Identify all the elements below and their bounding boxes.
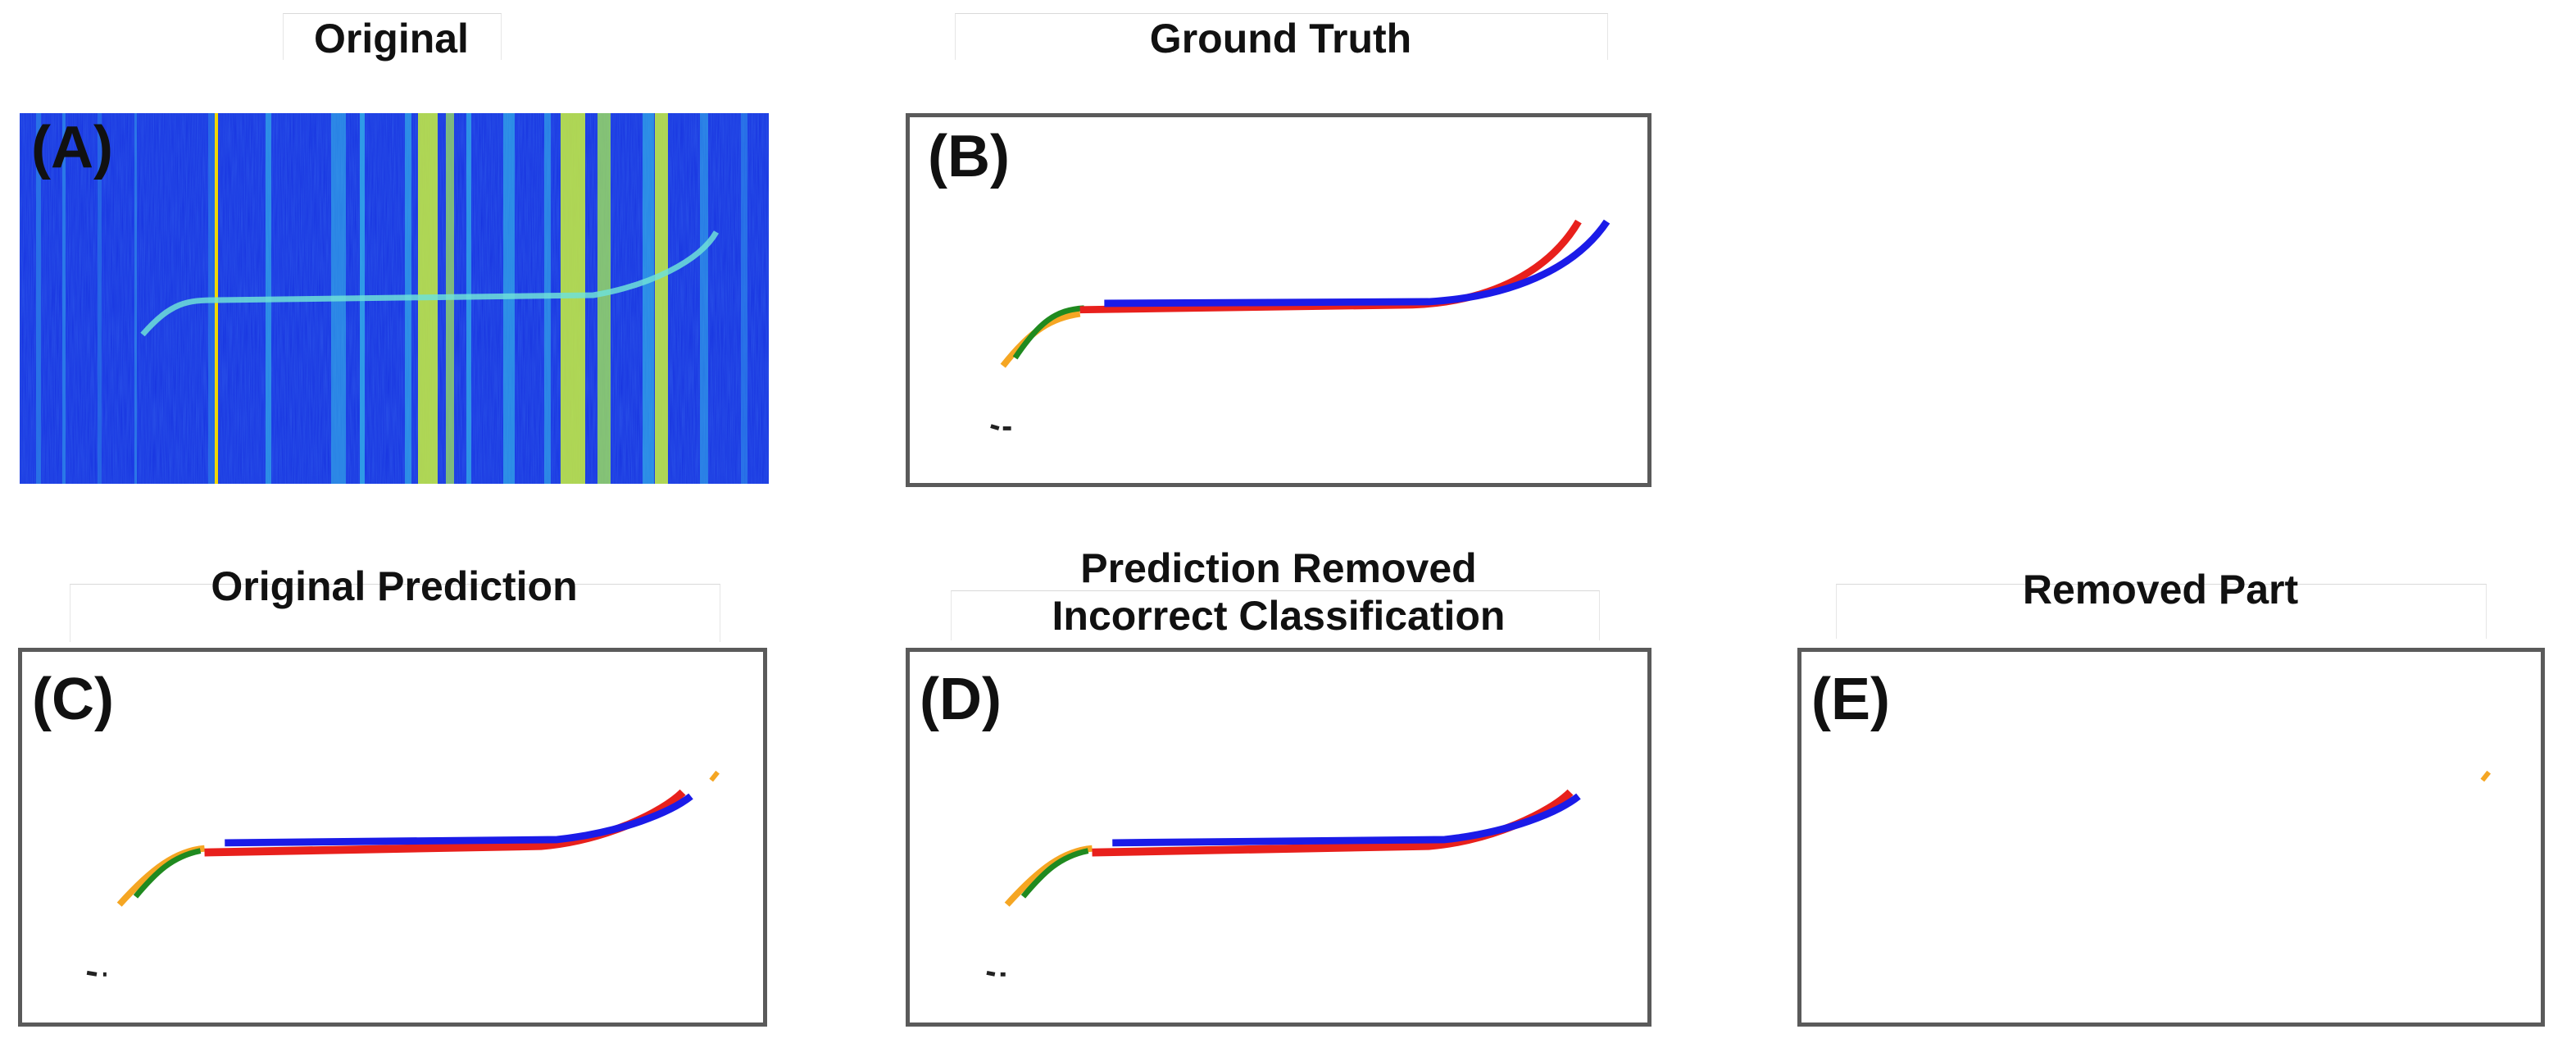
- noise-speck: [986, 970, 1006, 977]
- track-curve: [140, 230, 720, 337]
- panel-d-title-line2: Incorrect Classification: [1052, 593, 1506, 639]
- bright-band: [655, 113, 668, 484]
- title-box-e: [1836, 584, 2487, 639]
- panel-d-prediction-removed: (D): [906, 648, 1651, 1027]
- panel-a-letter: (A): [31, 115, 113, 180]
- track-orange-fragment: [709, 770, 720, 782]
- original-prediction-tracks: [86, 770, 720, 977]
- track-orange: [1000, 310, 1081, 368]
- removed-part-tracks: [2480, 770, 2492, 782]
- track-green: [133, 848, 202, 899]
- panel-a-spectrogram: (A): [20, 113, 769, 484]
- panel-b-letter: (B): [928, 124, 1010, 189]
- noise-speck: [86, 970, 107, 977]
- prediction-removed-tracks: [986, 789, 1581, 977]
- track-blue: [1112, 793, 1581, 847]
- track-green: [1012, 305, 1084, 360]
- panel-a-title: Original: [314, 16, 469, 61]
- panel-e-title: Removed Part: [2022, 567, 2299, 613]
- bright-band: [561, 113, 585, 484]
- panel-e-letter: (E): [1811, 667, 1890, 732]
- panel-b-title: Ground Truth: [1149, 16, 1412, 61]
- track-blue: [225, 793, 693, 847]
- title-box-c: [70, 584, 720, 642]
- noise-speck: [990, 424, 1011, 430]
- title-box-b: [955, 13, 1608, 60]
- panel-d-letter: (D): [920, 667, 1002, 732]
- track-orange-fragment: [2480, 770, 2492, 782]
- panel-d-title: Prediction Removed Incorrect Classificat…: [902, 544, 1656, 640]
- panel-c-title: Original Prediction: [211, 563, 578, 609]
- title-box-a: [283, 13, 502, 60]
- track-red: [1079, 219, 1582, 314]
- title-box-d: [951, 590, 1600, 640]
- spectrogram-image: [20, 113, 769, 484]
- panel-c-letter: (C): [32, 667, 114, 732]
- track-blue: [1104, 219, 1611, 307]
- panel-e-removed-part: (E): [1797, 648, 2545, 1027]
- track-green: [1020, 848, 1089, 899]
- ground-truth-tracks: [990, 219, 1611, 430]
- panel-b-ground-truth: (B): [906, 113, 1651, 487]
- panel-d-title-line1: Prediction Removed: [1080, 545, 1477, 591]
- panel-c-original-prediction: (C): [18, 648, 767, 1027]
- track-orange: [116, 845, 205, 907]
- track-orange: [1004, 845, 1093, 907]
